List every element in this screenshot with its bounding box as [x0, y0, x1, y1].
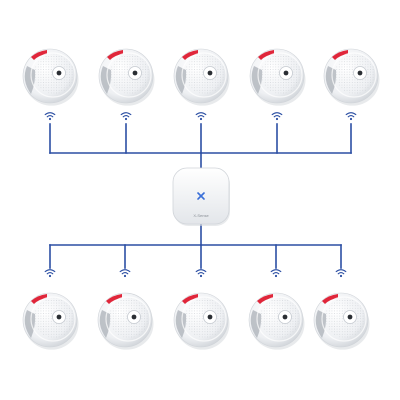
smoke-detector: [173, 48, 230, 106]
wifi-signal-icon: [120, 112, 132, 121]
detector-sensor: [353, 66, 367, 80]
detector-sensor: [128, 66, 142, 80]
smoke-detector: [22, 292, 79, 350]
smoke-detector: [249, 48, 306, 106]
wifi-signal-icon: [271, 112, 283, 121]
wifi-signal-icon: [345, 112, 357, 121]
smoke-detector: [173, 292, 230, 350]
detector-sensor: [52, 66, 66, 80]
detector-sensor: [127, 310, 141, 324]
base-station-hub: X-Sense: [172, 167, 230, 226]
smoke-detector: [98, 48, 155, 106]
x-logo-icon: [197, 192, 205, 200]
wifi-signal-icon: [119, 269, 131, 278]
detector-sensor: [52, 310, 66, 324]
detector-sensor: [203, 66, 217, 80]
smoke-detector: [323, 48, 380, 106]
bottom-detector-row: [22, 269, 370, 350]
wifi-signal-icon: [195, 269, 207, 278]
hub-brand-label: X-Sense: [193, 213, 209, 218]
wifi-signal-icon: [44, 112, 56, 121]
detector-sensor: [343, 310, 357, 324]
wifi-signal-icon: [270, 269, 282, 278]
smoke-detector: [248, 292, 305, 350]
smoke-detector: [22, 48, 79, 106]
smoke-detector: [313, 292, 370, 350]
wifi-signal-icon: [44, 269, 56, 278]
connector-lines: [49, 123, 352, 269]
detector-sensor: [278, 310, 292, 324]
wifi-signal-icon: [195, 112, 207, 121]
detector-sensor: [279, 66, 293, 80]
wifi-signal-icon: [335, 269, 347, 278]
smoke-detector: [97, 292, 154, 350]
detector-sensor: [203, 310, 217, 324]
top-detector-row: [22, 48, 380, 121]
